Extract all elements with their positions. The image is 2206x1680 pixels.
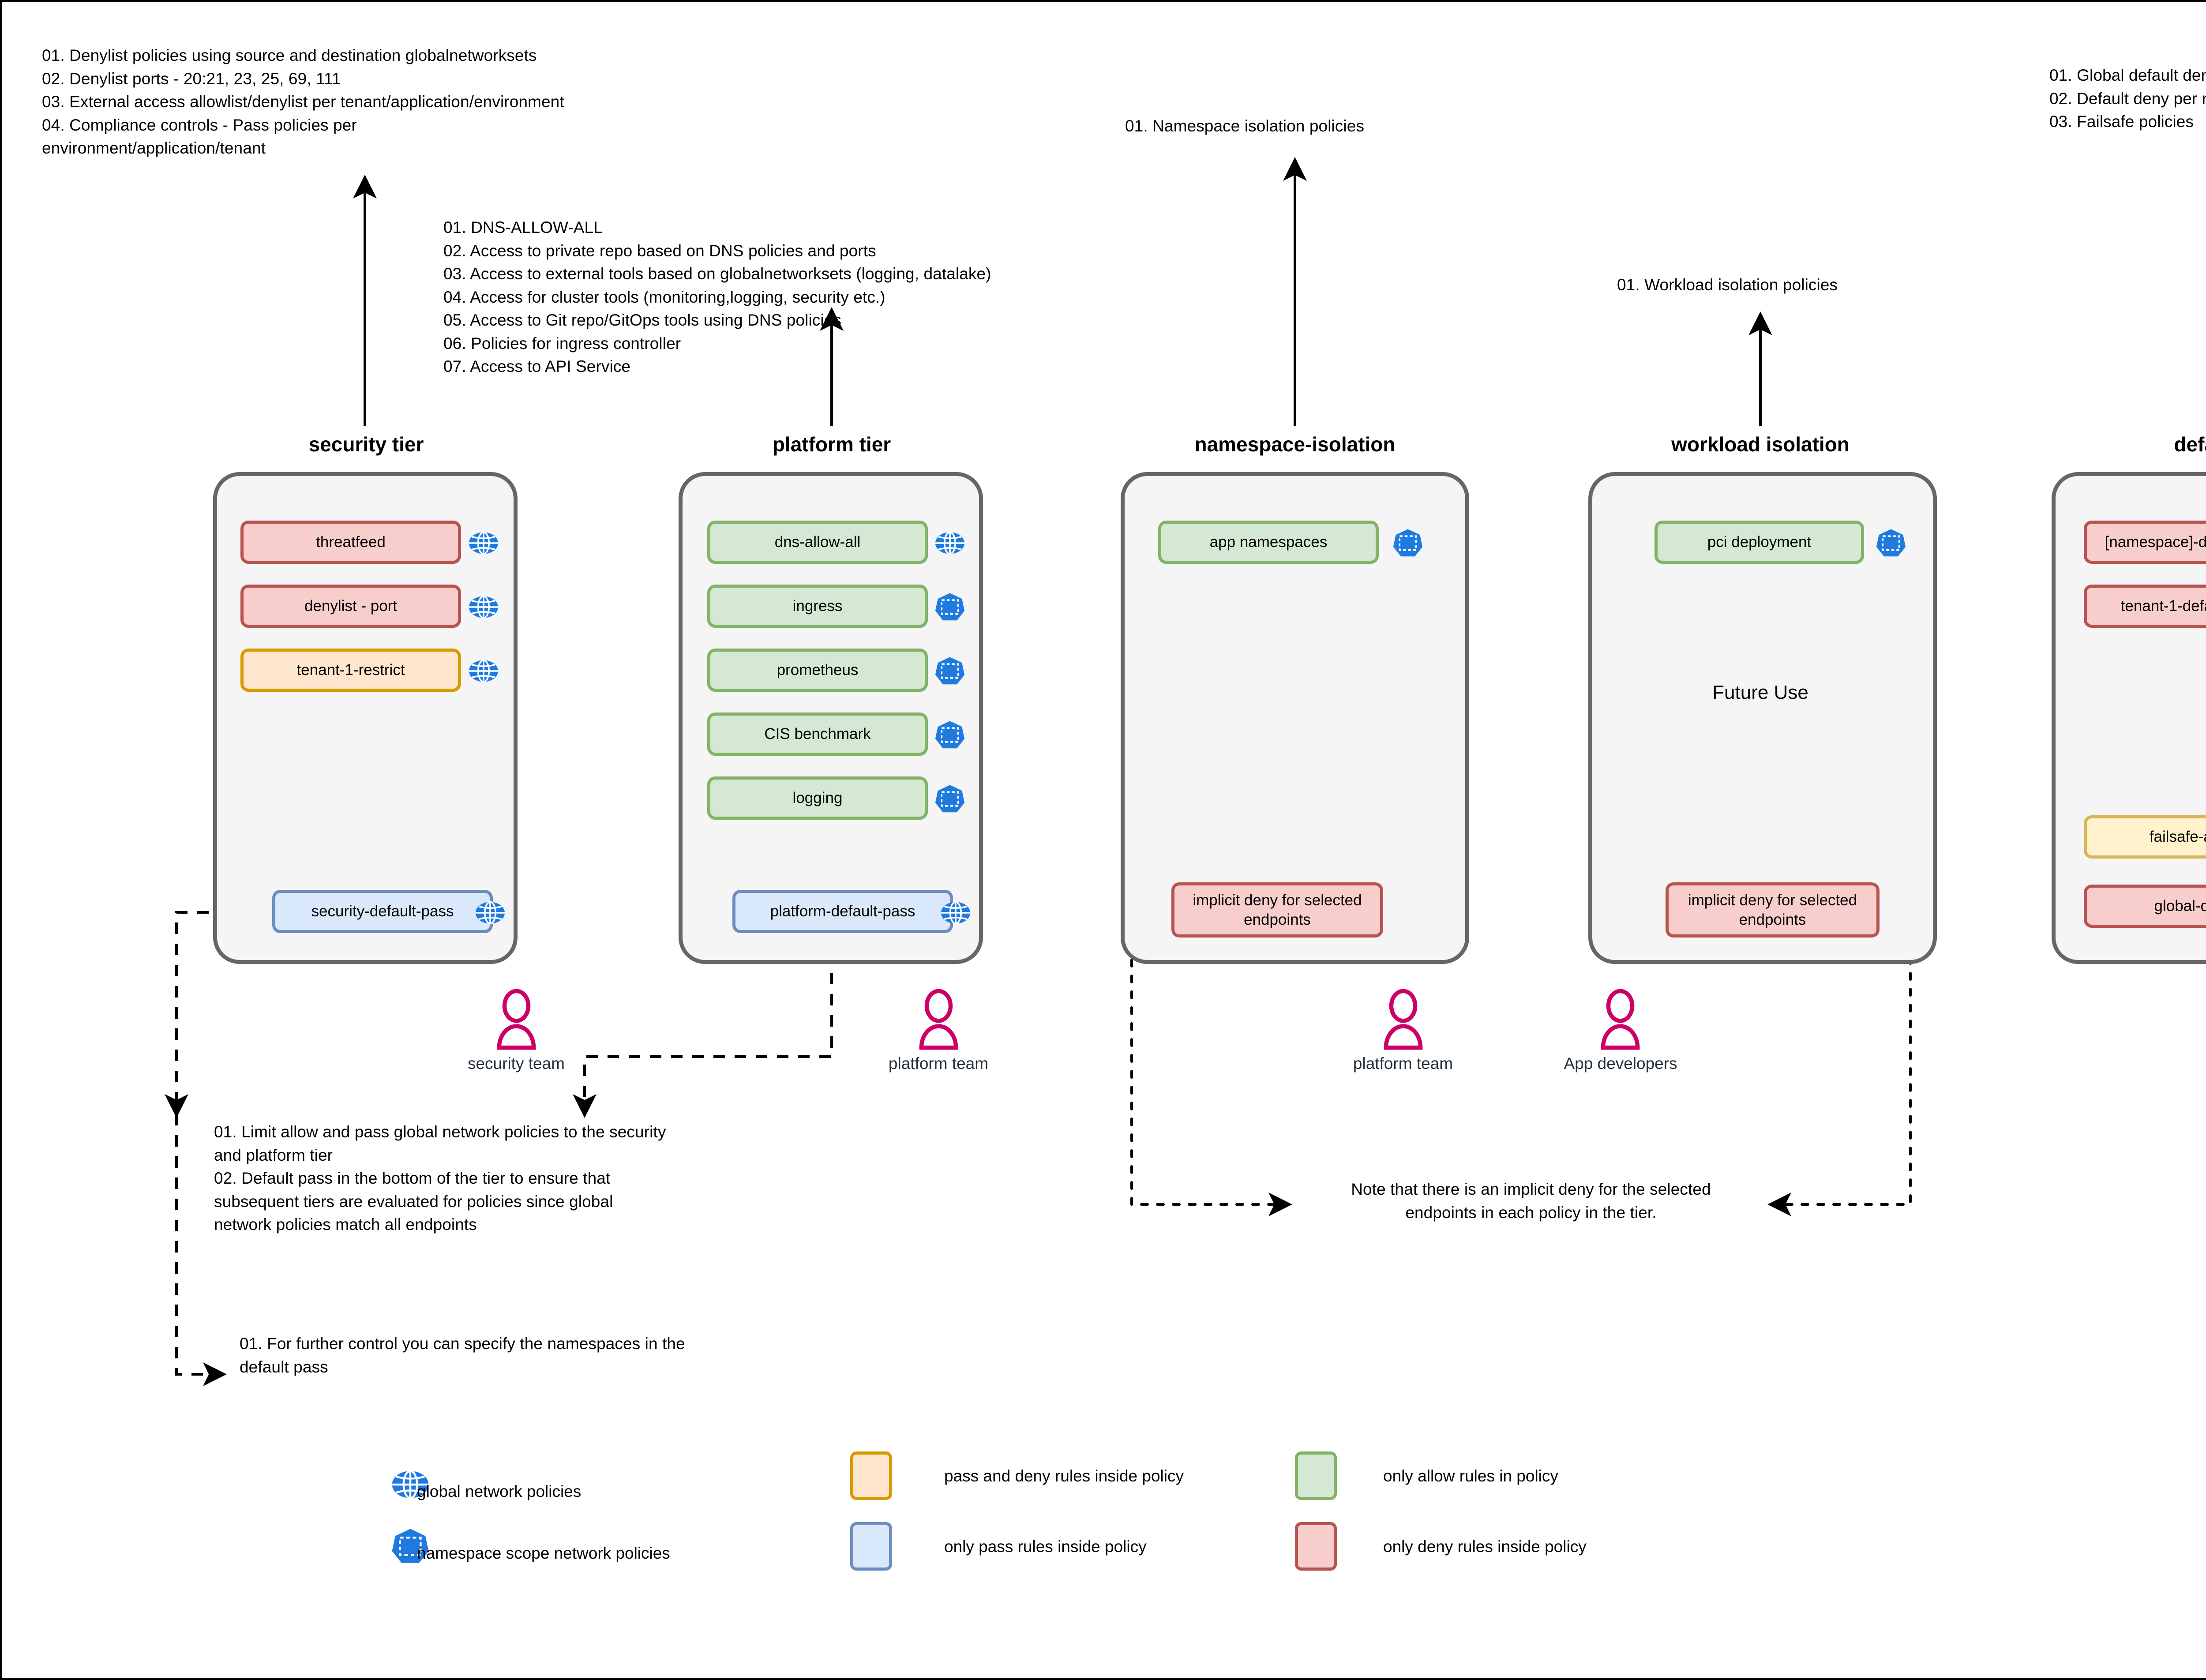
policy-cis-benchmark[interactable]: CIS benchmark: [707, 712, 928, 756]
namespace-scope-icon: [935, 593, 965, 621]
legend-swatch-only-deny: [1295, 1522, 1337, 1571]
policy-namespace-default-deny[interactable]: [namespace]-default-deny: [2084, 521, 2206, 564]
globe-icon: [392, 1470, 429, 1499]
legend-label-only-deny: only deny rules inside policy: [1383, 1538, 1587, 1556]
workload-isolation-notes: 01. Workload isolation policies: [1617, 276, 1838, 294]
persona-label-security-team: security team: [467, 1054, 565, 1072]
policy-security-default-pass[interactable]: security-default-pass: [272, 890, 493, 933]
policy-platform-default-pass[interactable]: platform-default-pass: [732, 890, 953, 933]
tier-title-security: security tier: [308, 433, 424, 456]
persona-label-platform-team-2: platform team: [1353, 1054, 1453, 1072]
tier-title-default: default tier: [2174, 433, 2206, 456]
policy-app-namespaces[interactable]: app namespaces: [1158, 521, 1379, 564]
policy-denylist-port[interactable]: denylist - port: [240, 585, 461, 628]
security-platform-guidance-note: 01. Limit allow and pass global network …: [214, 1123, 666, 1234]
person-icon: [497, 989, 536, 1050]
person-icon: [1384, 989, 1423, 1050]
legend-swatch-only-pass: [850, 1522, 892, 1571]
namespace-isolation-notes: 01. Namespace isolation policies: [1125, 117, 1365, 135]
namespace-scope-icon: [935, 785, 965, 813]
globe-icon: [935, 531, 965, 555]
policy-threatfeed[interactable]: threatfeed: [240, 521, 461, 564]
globe-icon: [941, 901, 971, 925]
policy-pci-deployment[interactable]: pci deployment: [1654, 521, 1864, 564]
legend-label-pass-and-deny: pass and deny rules inside policy: [944, 1467, 1184, 1485]
legend-label-only-pass: only pass rules inside policy: [944, 1538, 1147, 1556]
namespace-scope-icon: [1393, 529, 1423, 557]
policy-prometheus[interactable]: prometheus: [707, 649, 928, 692]
globe-icon: [469, 531, 499, 555]
legend-label-only-allow: only allow rules in policy: [1383, 1467, 1558, 1485]
tier-title-workload-isolation: workload isolation: [1671, 433, 1850, 456]
policy-logging[interactable]: logging: [707, 776, 928, 820]
default-pass-namespaces-note: 01. For further control you can specify …: [240, 1335, 685, 1376]
persona-label-platform-team: platform team: [888, 1054, 989, 1072]
policy-ingress[interactable]: ingress: [707, 585, 928, 628]
tier-title-namespace-isolation: namespace-isolation: [1194, 433, 1396, 456]
namespace-scope-icon: [935, 657, 965, 685]
policy-global-deny[interactable]: global-deny: [2084, 885, 2206, 928]
policy-implicit-deny-workload[interactable]: implicit deny for selected endpoints: [1666, 882, 1880, 938]
platform-tier-notes: 01. DNS-ALLOW-ALL 02. Access to private …: [443, 218, 991, 376]
globe-icon: [469, 659, 499, 683]
person-icon: [919, 989, 958, 1050]
namespace-scope-icon: [1876, 529, 1906, 557]
implicit-deny-note: Note that there is an implicit deny for …: [1351, 1180, 1711, 1222]
policy-implicit-deny-namespace[interactable]: implicit deny for selected endpoints: [1171, 882, 1383, 938]
person-icon: [1601, 989, 1640, 1050]
policy-dns-allow-all[interactable]: dns-allow-all: [707, 521, 928, 564]
persona-label-app-developers: App developers: [1564, 1054, 1677, 1072]
legend-swatch-pass-and-deny: [850, 1451, 892, 1500]
security-tier-notes: 01. Denylist policies using source and d…: [42, 46, 564, 158]
tier-title-platform: platform tier: [772, 433, 891, 456]
default-tier-notes: 01. Global default deny 02. Default deny…: [2049, 66, 2206, 131]
policy-tenant-1-default-deny[interactable]: tenant-1-default-deny: [2084, 585, 2206, 628]
future-use-label: Future Use: [1712, 682, 1808, 703]
legend-swatch-only-allow: [1295, 1451, 1337, 1500]
namespace-scope-icon: [935, 721, 965, 749]
legend-label-namespace-scope-network-policies: namespace scope network policies: [417, 1544, 670, 1562]
legend-label-global-network-policies: global network policies: [417, 1482, 582, 1500]
policy-failsafe-allow[interactable]: failsafe-allow: [2084, 815, 2206, 859]
namespace-scope-icon: [392, 1529, 429, 1563]
globe-icon: [469, 595, 499, 619]
policy-tenant-1-restrict[interactable]: tenant-1-restrict: [240, 649, 461, 692]
globe-icon: [475, 901, 505, 925]
